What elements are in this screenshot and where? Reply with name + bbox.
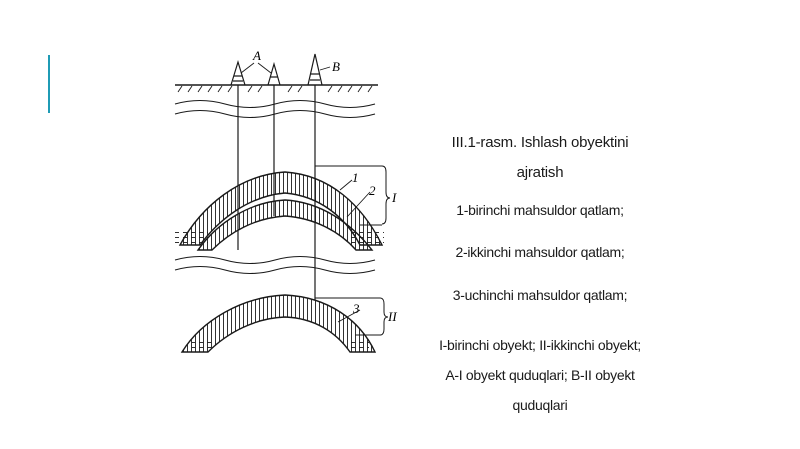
bracket-object-i xyxy=(315,165,391,226)
caption-objects-line2: A-I obyekt quduqlari; B-II obyekt xyxy=(445,367,635,383)
depth-break-lower xyxy=(174,255,376,275)
reservoir-diagram: A B 1 2 I 3 II xyxy=(172,48,397,353)
formation-i xyxy=(172,171,384,251)
object-i-label: I xyxy=(391,190,397,205)
figure-caption: III.1-rasm. Ishlash obyektini ajratish 1… xyxy=(405,128,675,420)
ground-surface xyxy=(175,84,378,93)
caption-item-3: 3-uchinchi mahsuldor qatlam; xyxy=(452,287,628,303)
formation-ii xyxy=(180,294,377,353)
object-ii-label: II xyxy=(387,309,397,324)
caption-item-1: 1-birinchi mahsuldor qatlam; xyxy=(456,202,624,218)
layer-3-label: 3 xyxy=(352,301,360,316)
well-group-a-label: A xyxy=(252,48,261,63)
layer-1-label: 1 xyxy=(352,170,359,185)
caption-objects-line1: I-birinchi obyekt; II-ikkinchi obyekt; xyxy=(439,337,641,353)
well-group-b-label: B xyxy=(332,59,340,74)
caption-title-line1: III.1-rasm. Ishlash obyektini xyxy=(451,134,629,151)
depth-break-upper xyxy=(174,99,376,119)
layer-leader-lines xyxy=(337,179,371,323)
slide-accent-bar xyxy=(48,55,50,113)
well-derricks xyxy=(230,53,323,86)
caption-item-2: 2-ikkinchi mahsuldor qatlam; xyxy=(455,244,625,260)
caption-objects-line3: quduqlari xyxy=(512,397,568,413)
caption-title-line2: ajratish xyxy=(516,164,564,181)
layer-2-label: 2 xyxy=(369,183,376,198)
bracket-object-ii xyxy=(315,297,389,336)
leader-lines-a xyxy=(240,62,331,74)
